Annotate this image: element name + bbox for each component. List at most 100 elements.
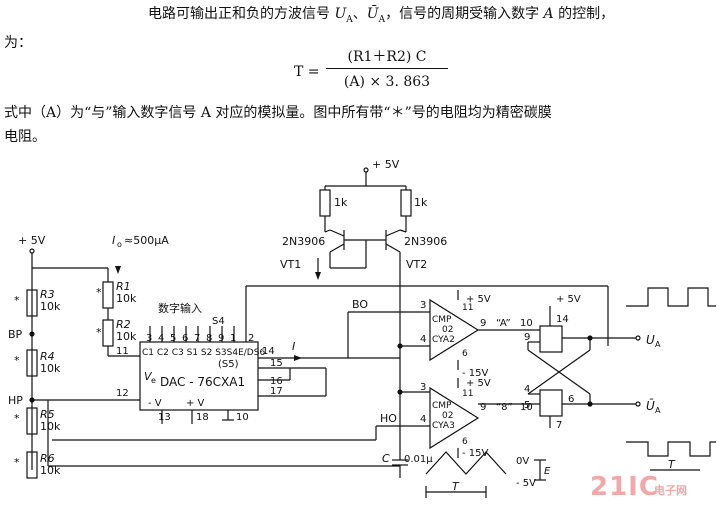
label-g6: 6: [568, 394, 574, 405]
label-r6: R6: [40, 452, 55, 465]
label-cmp1-02: 02: [442, 325, 453, 335]
pin-num: 3: [146, 333, 152, 344]
text-seg: 的控制，: [558, 6, 615, 22]
arrow-icon: [294, 355, 302, 361]
label-r5: R5: [40, 408, 55, 421]
text-seg: A: [543, 6, 554, 22]
label-r6-val: 10k: [40, 464, 61, 477]
label-cap-val: 0.01μ: [404, 454, 433, 465]
label-cmp1-pin9: 9: [480, 318, 486, 329]
label-t: T: [452, 480, 460, 493]
formula-lhs: T =: [294, 64, 320, 80]
label-g14: 14: [556, 314, 569, 325]
label-plus-v: + V: [186, 398, 205, 409]
label-cmp2-02: 02: [442, 411, 453, 421]
label-s4: S4: [212, 316, 225, 327]
label-sig-a: “A”: [496, 318, 511, 329]
label-io-sub: o: [117, 240, 122, 249]
label-ua-sub: A: [655, 340, 661, 349]
pin-num: 4: [158, 333, 164, 344]
label-sig-b: “8”: [496, 402, 513, 413]
label-r-right: 1k: [414, 196, 428, 209]
label-cmp2-pin3: 3: [420, 382, 426, 393]
text-seg: ，信号的周期受输入数字: [385, 6, 540, 22]
label-q-right: 2N3906: [404, 235, 447, 248]
label-cmp2-pin6: 6: [462, 437, 468, 447]
label-r4: R4: [40, 350, 55, 363]
star-r3: *: [14, 294, 20, 307]
text-seg: Ū: [366, 6, 379, 22]
label-ve: V: [144, 370, 153, 383]
star-r1: *: [96, 286, 102, 299]
label-pin18: 18: [196, 412, 209, 423]
label-ho: HO: [380, 412, 397, 425]
para-line-4: 电阻。: [4, 129, 46, 145]
label-digital-input: 数字输入: [158, 301, 202, 315]
label-cmp2: CMP: [432, 401, 452, 411]
label-r4-val: 10k: [40, 362, 61, 375]
arrow-icon: [315, 272, 321, 280]
text-seg: A: [378, 14, 386, 25]
label-io-val: ≈500μA: [124, 234, 169, 247]
label-pin16: 16: [270, 376, 283, 387]
label-cmp2-m15v: - 15V: [462, 448, 489, 459]
label-pin14: 14: [262, 346, 275, 357]
pin-num: 8: [206, 333, 212, 344]
formula-numerator: (R1＋R2) C: [347, 49, 427, 65]
label-vt2: VT2: [406, 258, 427, 271]
label-cmp1-pin10: 10: [520, 318, 533, 329]
label-r5-val: 10k: [40, 420, 61, 433]
label-ua-bar: Ū: [646, 399, 655, 413]
label-pin13: 13: [158, 412, 171, 423]
label-io: I: [112, 234, 115, 247]
label-g9: 9: [524, 332, 530, 343]
label-s5: (S5): [218, 359, 239, 370]
label-pin15: 15: [270, 358, 283, 369]
label-q-left: 2N3906: [282, 235, 325, 248]
label-cmp1-pin6: 6: [462, 349, 468, 359]
label-cap: C: [382, 452, 390, 465]
para-line-1: 电路可输出正和负的方波信号 UA、ŪA，信号的周期受输入数字 A 的控制，: [148, 5, 614, 29]
label-cya3: CYA3: [432, 421, 455, 431]
label-cmp2-pin4: 4: [420, 414, 426, 425]
label-r1-val: 10k: [116, 292, 137, 305]
label-bo: BO: [352, 298, 368, 311]
star-r5: *: [14, 412, 20, 425]
watermark-site: 电子网: [654, 484, 687, 497]
label-minus-v: - V: [148, 398, 162, 409]
text-seg: 电路可输出正和负的方波信号: [148, 6, 330, 22]
label-pin17: 17: [270, 386, 283, 397]
label-g7: 7: [556, 420, 562, 431]
watermark-logo: 21IC: [590, 472, 659, 502]
label-cmp2-pin11: 11: [462, 389, 473, 399]
pin-num: 1: [230, 333, 236, 344]
label-cmp2-pin10: 10: [520, 402, 533, 413]
arrow-icon: [115, 266, 121, 274]
label-cmp2-5v: + 5V: [466, 378, 491, 389]
label-r2: R2: [116, 318, 131, 331]
label-ua-bar-sub: A: [655, 406, 661, 415]
label-dac-name: DAC - 76CXA1: [160, 375, 245, 389]
label-supply-left: + 5V: [18, 234, 46, 247]
label-i: I: [292, 340, 295, 353]
label-0v: 0V: [516, 456, 529, 467]
label-r2-val: 10k: [116, 330, 137, 343]
star-r2: *: [96, 326, 102, 339]
label-cmp1-pin3: 3: [420, 300, 426, 311]
label-cmp1-m15v: - 15V: [462, 368, 489, 379]
text-seg: 、: [352, 6, 367, 22]
label-bp: BP: [8, 328, 23, 341]
pin-num: 7: [194, 333, 200, 344]
dac-pin-numbers: 3 4 5 6 7 8 9 1 2: [146, 333, 254, 344]
label-g5: 5: [524, 400, 530, 411]
pin-num: 5: [170, 333, 176, 344]
formula-denominator: (A) × 3. 863: [343, 74, 431, 90]
label-ve-sub: e: [151, 376, 156, 385]
label-pin11: 11: [116, 346, 129, 357]
label-ua: U: [646, 333, 655, 347]
label-minus-5v: - 5V: [516, 478, 536, 489]
label-cmp2-pin9: 9: [480, 402, 486, 413]
label-supply-top: + 5V: [372, 158, 400, 171]
label-cmp1-pin4: 4: [420, 334, 426, 345]
